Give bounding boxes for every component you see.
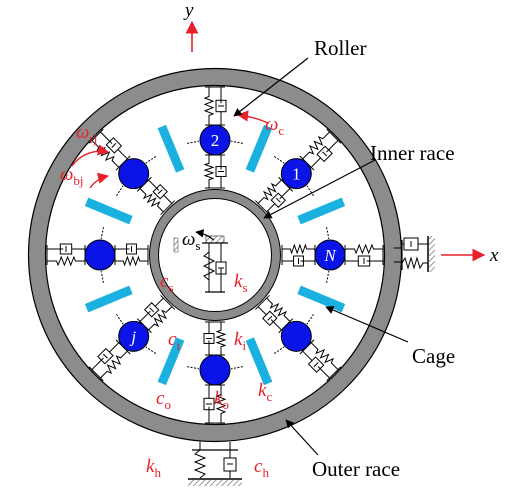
cage-segment <box>157 337 185 386</box>
inner-race-ring <box>149 189 281 321</box>
inner-spring-damper <box>281 243 316 267</box>
y-axis-label: y <box>183 0 194 21</box>
inner-spring-damper <box>254 176 294 216</box>
inner-spring-damper <box>136 294 176 334</box>
cage-leader-arrow <box>325 306 409 343</box>
omega-rj-symbol: ωrj <box>76 122 97 146</box>
shaft-rotation-arrow <box>195 229 215 241</box>
housing-y-ground <box>188 480 242 486</box>
cage-segment <box>84 285 133 313</box>
outer-race-label: Outer race <box>312 457 400 481</box>
shaft-support-spring-damper <box>202 235 228 293</box>
housing-x-ground <box>429 236 435 272</box>
k-h-symbol: kh <box>146 456 161 480</box>
outer-race-ring <box>28 68 402 442</box>
k-s-symbol: ks <box>234 271 248 295</box>
outer-spring-damper <box>299 339 342 382</box>
cage-spring <box>100 227 104 240</box>
roller-index-label: j <box>129 327 136 346</box>
inner-race-outline-inner <box>158 198 272 312</box>
rollers: N 1 2 j <box>84 124 346 386</box>
roller-index-label: 2 <box>211 131 220 150</box>
inner-spring-damper <box>203 154 227 189</box>
outer-spring-damper <box>344 243 384 267</box>
cage-spring <box>230 140 243 144</box>
inner-race-outline-outer <box>149 189 281 321</box>
inner-spring-damper <box>114 243 149 267</box>
outer-spring-damper <box>88 339 131 382</box>
housing-support-x <box>394 236 435 272</box>
cage-spring <box>100 270 104 283</box>
roller-index-label: 1 <box>292 165 301 184</box>
cage-segment <box>245 124 273 173</box>
c-s-symbol: cs <box>160 271 174 295</box>
cage-spring <box>273 346 285 354</box>
housing-y-spring <box>193 449 207 479</box>
cage-spring <box>230 366 243 370</box>
outer-spring-damper <box>46 243 86 267</box>
x-axis-label: x <box>489 245 499 266</box>
cage-segment <box>84 197 133 225</box>
coordinate-axes: y x <box>183 0 499 266</box>
housing-x-spring <box>401 256 428 270</box>
inner-spring-damper <box>203 321 227 356</box>
cage-spring <box>145 346 157 354</box>
roller <box>199 124 231 156</box>
inner-race-rotation-anchor <box>173 237 179 253</box>
roller <box>199 354 231 386</box>
cage-segment <box>245 337 273 386</box>
cage-spring <box>116 185 124 197</box>
cage-segment <box>297 197 346 225</box>
roller-spin-arrow <box>71 144 110 167</box>
c-o-symbol: co <box>156 388 171 412</box>
c-i-symbol: ci <box>168 329 180 353</box>
cage-segment <box>297 285 346 313</box>
roller-index-label: N <box>323 246 337 265</box>
roller-leader-arrow <box>233 57 309 117</box>
cage-rotation-arrow <box>236 110 269 124</box>
cage-spring <box>273 156 285 164</box>
outer-spring-damper <box>203 86 227 126</box>
cage-segments <box>84 124 346 386</box>
outer-spring-damper <box>299 128 342 171</box>
k-o-symbol: ko <box>214 388 229 412</box>
cage-spring <box>187 366 200 370</box>
k-i-symbol: ki <box>234 329 246 353</box>
k-c-symbol: kc <box>258 380 272 404</box>
cage-segment <box>157 124 185 173</box>
roller-orbit-arrow <box>89 172 110 189</box>
roller <box>84 239 116 271</box>
inner-race-label: Inner race <box>370 141 455 165</box>
cage-label: Cage <box>412 344 455 368</box>
omega-c-symbol: ωc <box>265 114 284 138</box>
omega-bj-symbol: ωbj <box>60 164 84 188</box>
roller <box>118 158 150 190</box>
omega-s-symbol: ωs <box>182 229 200 253</box>
roller-label: Roller <box>314 36 367 60</box>
outer-spring-damper <box>203 384 227 424</box>
cage-spring <box>326 227 330 240</box>
roller <box>280 320 312 352</box>
outer-race-outline-inner <box>44 84 386 426</box>
cage-spring <box>306 313 314 325</box>
roller <box>280 158 312 190</box>
housing-support-y <box>188 442 242 486</box>
cage-spring <box>326 270 330 283</box>
roller <box>314 239 346 271</box>
cage-spring <box>116 313 124 325</box>
shaft-spring <box>202 251 216 281</box>
roller <box>118 320 150 352</box>
c-h-symbol: ch <box>254 456 269 480</box>
cage-spring <box>145 156 157 164</box>
inner-race-leader-arrow <box>263 159 376 219</box>
cage-spring <box>187 140 200 144</box>
outer-race-leader-arrow <box>285 419 319 456</box>
